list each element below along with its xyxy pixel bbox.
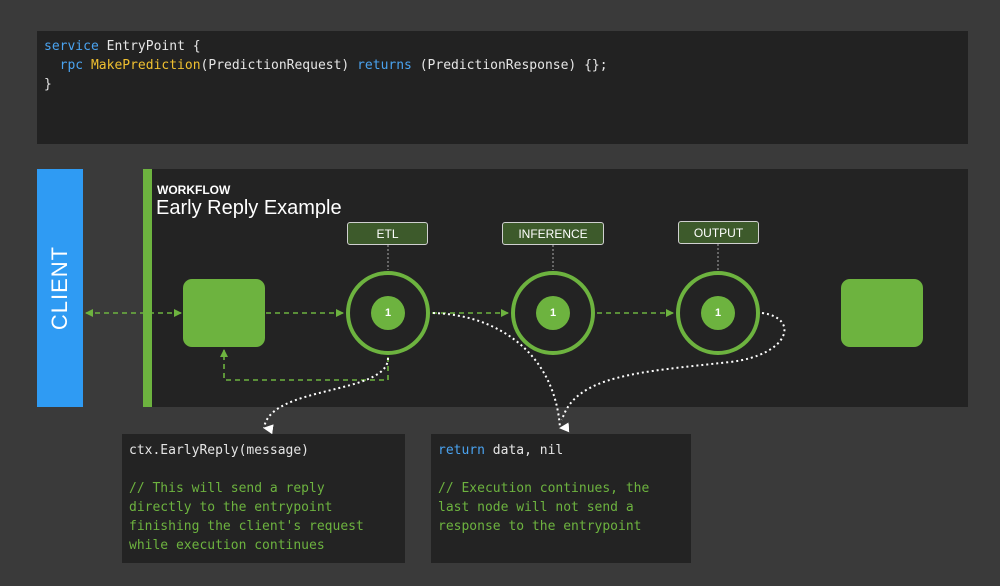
response-type: (PredictionResponse) {}; — [411, 58, 608, 73]
etl-node-badge: 1 — [371, 296, 405, 330]
closing-brace: } — [44, 77, 52, 92]
return-comment-3: response to the entrypoint — [438, 519, 642, 534]
exit-node — [841, 279, 923, 347]
code-line-3: } — [37, 75, 968, 94]
inference-node-badge: 1 — [536, 296, 570, 330]
return-values: data, nil — [484, 443, 564, 458]
client-bar — [37, 169, 83, 407]
etl-stage-label: ETL — [347, 222, 428, 245]
request-type: (PredictionRequest) — [200, 58, 358, 73]
entry-node — [183, 279, 265, 347]
early-reply-call: ctx.EarlyReply(message) — [129, 443, 310, 458]
workflow-title: Early Reply Example — [156, 197, 342, 219]
early-reply-code-box: ctx.EarlyReply(message) // This will sen… — [122, 434, 405, 563]
proto-code-block: service EntryPoint { rpc MakePrediction(… — [37, 31, 968, 144]
keyword-rpc: rpc — [59, 58, 84, 73]
blank-line — [438, 460, 684, 479]
etl-node: 1 — [346, 271, 430, 355]
return-comment-2: last node will not send a — [438, 500, 634, 515]
return-comment-1: // Execution continues, the — [438, 481, 650, 496]
early-reply-loop-arrow — [220, 349, 389, 381]
etl-callout-curve — [263, 357, 389, 435]
output-to-return-curve — [561, 312, 786, 421]
service-declaration: EntryPoint { — [98, 39, 201, 54]
early-reply-comment-4: while execution continues — [129, 538, 325, 553]
early-reply-comment-2: directly to the entrypoint — [129, 500, 333, 515]
keyword-returns: returns — [357, 58, 412, 73]
method-name: MakePrediction — [90, 58, 201, 73]
blank-line — [129, 460, 398, 479]
early-reply-comment-3: finishing the client's request — [129, 519, 364, 534]
return-statement: return data, nil — [438, 441, 684, 460]
return-code-box: return data, nil // Execution continues,… — [431, 434, 691, 563]
output-node-badge: 1 — [701, 296, 735, 330]
inference-node: 1 — [511, 271, 595, 355]
output-stage-label: OUTPUT — [678, 221, 759, 244]
code-line-1: service EntryPoint { — [37, 37, 968, 56]
code-line-2: rpc MakePrediction(PredictionRequest) re… — [37, 56, 968, 75]
inference-stage-label: INFERENCE — [502, 222, 604, 245]
keyword-return: return — [438, 443, 485, 458]
workflow-eyebrow: WORKFLOW — [157, 183, 231, 197]
output-node: 1 — [676, 271, 760, 355]
keyword-service: service — [44, 39, 99, 54]
early-reply-comment-1: // This will send a reply — [129, 481, 325, 496]
